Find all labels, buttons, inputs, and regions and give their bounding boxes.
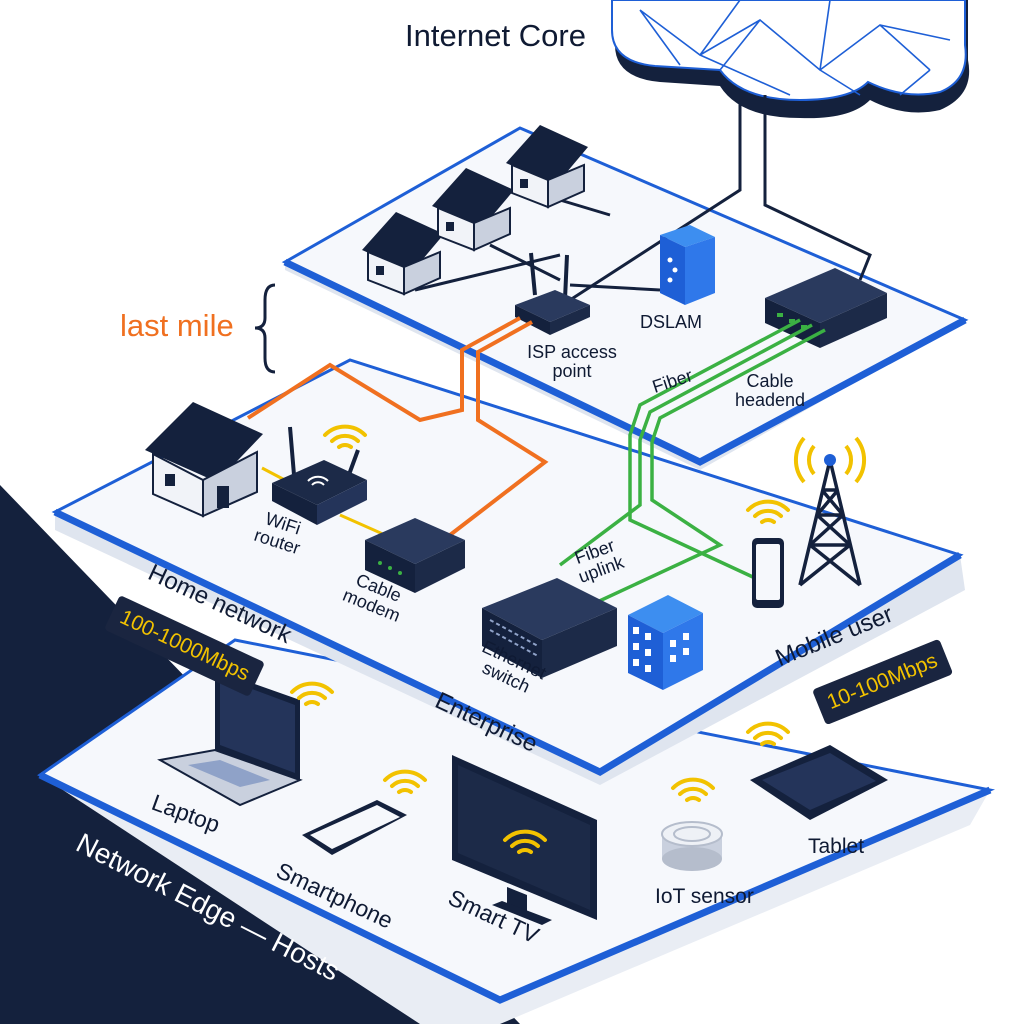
isp-access-point-label: ISP access point	[527, 342, 617, 381]
house-icon	[362, 212, 444, 296]
copper-link	[246, 316, 521, 423]
cloud-icon	[611, 0, 970, 119]
switch-icon	[482, 578, 617, 678]
core-uplink	[763, 95, 872, 281]
wifi-router-icon	[272, 426, 367, 525]
fiber-link	[628, 318, 801, 580]
smartphone-icon	[302, 800, 407, 855]
laptop-icon	[157, 670, 303, 807]
house-wire	[489, 243, 561, 282]
cable-headend-label: Cable headend	[734, 371, 806, 410]
last-mile-label: last mile	[120, 308, 234, 343]
house-wire	[559, 198, 611, 217]
house-wire	[569, 283, 661, 292]
fiber-link	[558, 323, 813, 567]
dslam-label: DSLAM	[640, 312, 703, 332]
iot-sensor-icon	[661, 821, 723, 871]
copper-link	[448, 320, 549, 537]
phone-icon	[752, 538, 784, 608]
last-mile-bracket	[254, 283, 276, 374]
wifi-signal-icon	[746, 721, 790, 746]
router-icon	[515, 252, 590, 335]
diagram-title: Internet Core	[405, 18, 586, 53]
fiber-uplink	[579, 328, 826, 612]
house-icon	[506, 125, 588, 209]
tablet-label: Tablet	[808, 835, 865, 858]
middle-layer-panel	[51, 358, 965, 785]
core-uplink	[569, 95, 742, 302]
building-icon	[628, 595, 703, 690]
iot-sensor-label: IoT sensor	[655, 885, 754, 908]
cell-tower-icon	[793, 436, 867, 587]
house-icon	[145, 402, 263, 518]
tv-icon	[452, 755, 597, 925]
house-icon	[432, 168, 514, 252]
dslam-icon	[660, 225, 715, 305]
cable-modem-icon	[365, 518, 465, 593]
ethernet-link	[339, 513, 386, 537]
house-wire	[414, 253, 561, 292]
tablet-icon	[750, 745, 888, 820]
